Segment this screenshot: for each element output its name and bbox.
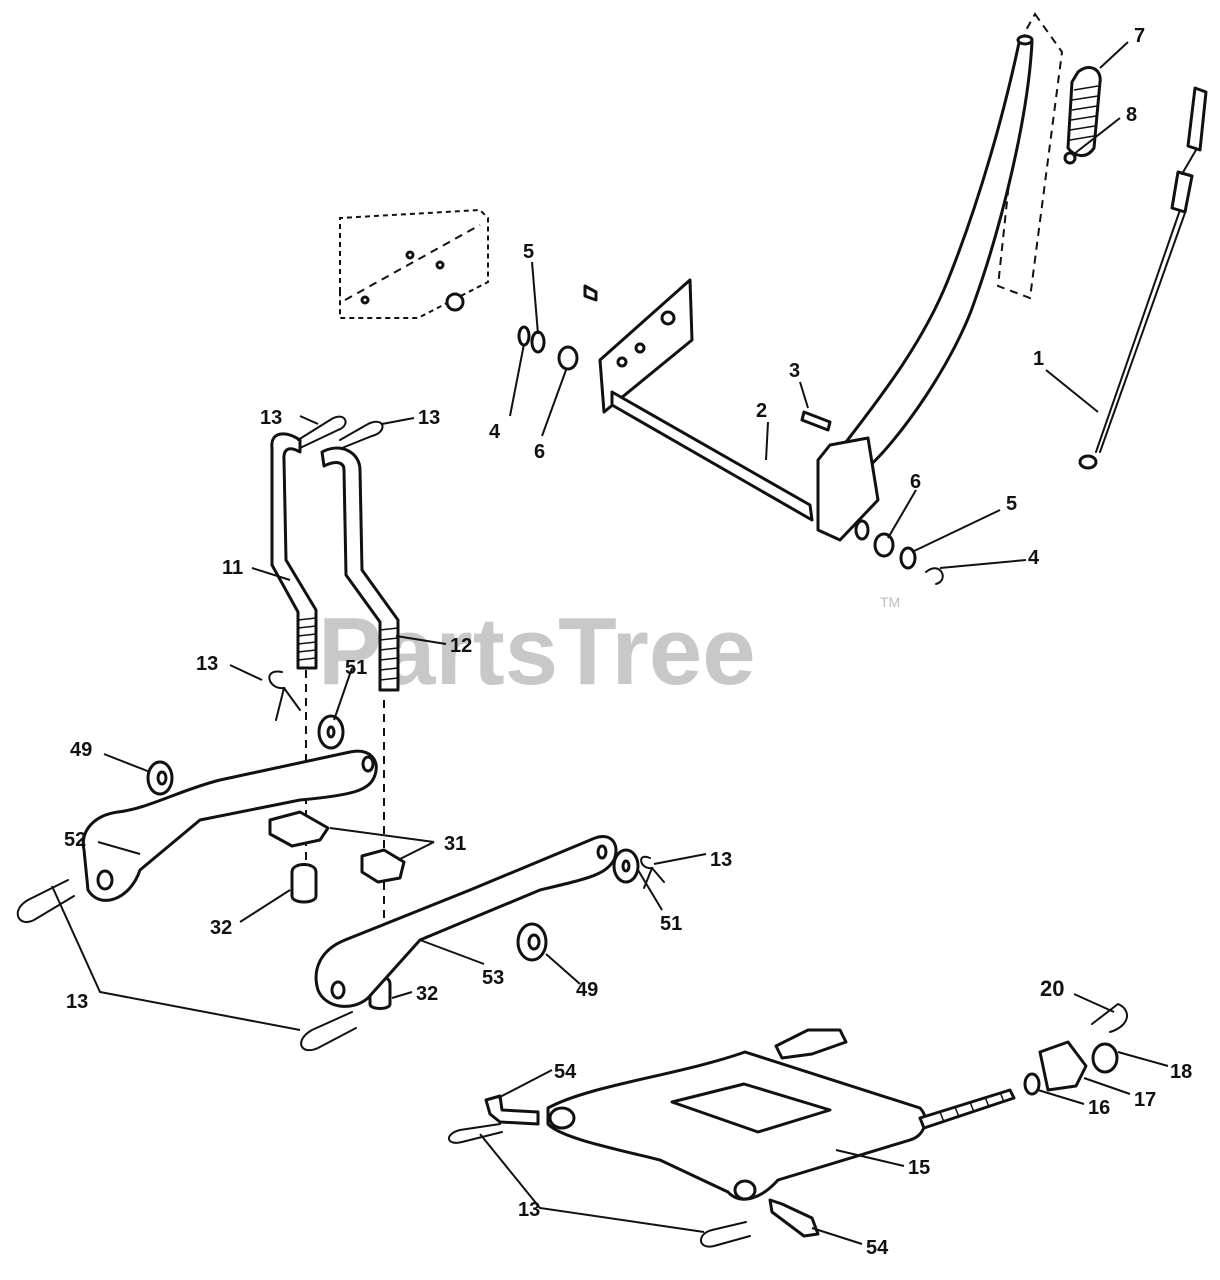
lift-lever	[816, 34, 1034, 542]
pin-3	[800, 410, 832, 432]
callout-12: 12	[450, 635, 472, 657]
lift-shaft	[583, 278, 814, 522]
washer-5b	[899, 546, 917, 570]
callout-15: 15	[908, 1157, 930, 1179]
nut-16	[1023, 1072, 1041, 1096]
callout-13a: 13	[260, 407, 282, 429]
trunnion-17	[1038, 1040, 1088, 1092]
callout-1: 1	[1033, 348, 1044, 370]
callout-52: 52	[64, 829, 86, 851]
trunnion-31a	[268, 810, 330, 848]
hair-pin-clip-13d	[16, 879, 75, 923]
callout-54a: 54	[554, 1061, 577, 1083]
callout-4b: 4	[1028, 547, 1040, 569]
callout-54b: 54	[866, 1237, 889, 1259]
callout-13b: 13	[418, 407, 440, 429]
callout-8: 8	[1126, 104, 1137, 126]
lift-link-11	[270, 432, 318, 670]
ferrule-32a	[290, 863, 318, 904]
shoulder-bolt-54a	[484, 1094, 540, 1126]
lever-reference-outline	[996, 12, 1064, 300]
callout-2: 2	[756, 400, 767, 422]
hair-pin-clip-20	[1091, 1002, 1128, 1033]
callout-49b: 49	[576, 979, 598, 1001]
callout-17: 17	[1134, 1089, 1156, 1111]
watermark-trademark: TM	[880, 594, 900, 610]
callout-18: 18	[1170, 1061, 1192, 1083]
hair-pin-clip-13e	[640, 855, 665, 889]
hair-pin-clip-13f	[300, 1011, 357, 1051]
callout-49a: 49	[70, 739, 92, 761]
lift-link-12	[320, 446, 400, 692]
callout-5a: 5	[523, 241, 534, 263]
callout-31: 31	[444, 833, 466, 855]
callout-32b: 32	[416, 983, 438, 1005]
bushing-6b	[873, 532, 895, 558]
cable	[1078, 86, 1208, 470]
callout-5b: 5	[1006, 493, 1017, 515]
hair-pin-clip-13b	[339, 420, 384, 449]
washer-5a	[530, 330, 546, 354]
hair-pin-clip-13g	[448, 1123, 503, 1144]
callout-6b: 6	[910, 471, 921, 493]
leader-lines	[51, 41, 1169, 1245]
hair-pin-clip-13c	[268, 670, 301, 721]
deck-hanger-15	[546, 1028, 1016, 1201]
callout-6a: 6	[534, 441, 545, 463]
callout-3: 3	[789, 360, 800, 382]
hair-pin-clip-13a	[297, 415, 347, 449]
shoulder-bolt-54b	[768, 1198, 820, 1238]
callout-4a: 4	[489, 421, 501, 443]
callout-16: 16	[1088, 1097, 1110, 1119]
callout-13d: 13	[710, 849, 732, 871]
callout-32a: 32	[210, 917, 232, 939]
bushing-18	[1091, 1042, 1119, 1074]
callout-13e: 13	[66, 991, 88, 1013]
callout-numbers: 1 2 3 4 4 5 5 6 6 7 8 11 12 13 13 13 13 …	[64, 25, 1192, 1259]
spring	[1066, 66, 1102, 157]
callout-7: 7	[1134, 25, 1145, 47]
callout-53: 53	[482, 967, 504, 989]
lift-arm-52	[81, 749, 378, 902]
callout-51a: 51	[345, 657, 367, 679]
callout-13f: 13	[518, 1199, 540, 1221]
frame-bracket-reference	[339, 208, 489, 319]
retaining-ring-4b	[925, 567, 944, 585]
callout-20: 20	[1040, 976, 1064, 1001]
bushing-6a	[557, 345, 579, 371]
bushing-6b-inner	[854, 519, 870, 541]
retaining-ring-4a	[517, 325, 531, 347]
trunnion-31b	[360, 848, 406, 884]
callout-11: 11	[222, 557, 243, 579]
hair-pin-clip-13h	[700, 1221, 751, 1248]
callout-13c: 13	[196, 653, 218, 675]
nut-8	[1063, 151, 1077, 165]
callout-51b: 51	[660, 913, 682, 935]
